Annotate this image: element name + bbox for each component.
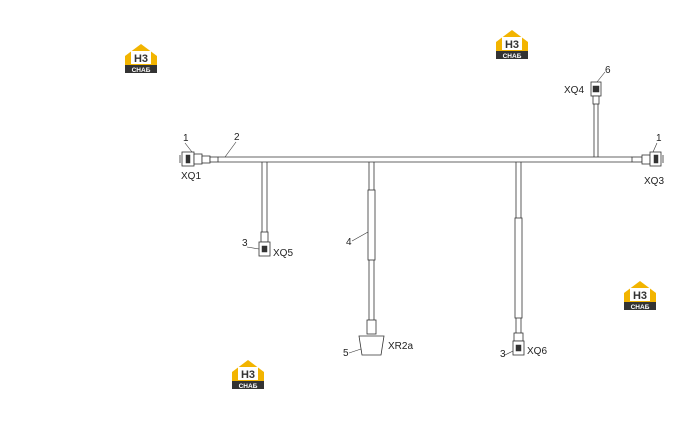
label-xq5: XQ5 xyxy=(273,248,293,259)
callout-1-right: 1 xyxy=(656,133,662,144)
label-xq1: XQ1 xyxy=(181,171,201,182)
watermark-bottom-text: CHAБ xyxy=(132,67,151,74)
connector-xq3 xyxy=(631,151,664,167)
callout-4: 4 xyxy=(346,237,352,248)
callout-3-left: 3 xyxy=(242,238,248,249)
label-xq3: XQ3 xyxy=(644,176,664,187)
watermark-logo: H3 CHAБ xyxy=(125,44,157,74)
watermark-top-text: H3 xyxy=(134,53,148,65)
watermark-top-text: H3 xyxy=(633,290,647,302)
watermark-logo: H3 CHAБ xyxy=(624,281,656,311)
callout-3-right: 3 xyxy=(500,349,506,360)
watermark-logo: H3 CHAБ xyxy=(496,30,528,60)
watermark-bottom-text: CHAБ xyxy=(631,304,650,311)
callout-1-left: 1 xyxy=(183,133,189,144)
callout-2: 2 xyxy=(234,132,240,143)
connector-xq1 xyxy=(179,151,219,167)
branch-xr2a xyxy=(358,162,385,356)
watermark-top-text: H3 xyxy=(505,39,519,51)
watermark-bottom-text: CHAБ xyxy=(239,383,258,390)
label-xr2a: XR2a xyxy=(388,341,413,352)
label-xq6: XQ6 xyxy=(527,346,547,357)
main-trunk xyxy=(218,156,632,163)
branch-xq6 xyxy=(512,162,525,356)
leader-lines xyxy=(184,71,658,356)
watermark-logo: H3 CHAБ xyxy=(232,360,264,390)
label-xq4: XQ4 xyxy=(564,85,584,96)
watermark-bottom-text: CHAБ xyxy=(503,53,522,60)
branch-xq5 xyxy=(258,162,271,257)
callout-5: 5 xyxy=(343,348,349,359)
branch-xq4 xyxy=(590,81,602,157)
callout-6: 6 xyxy=(605,65,611,76)
watermark-top-text: H3 xyxy=(241,369,255,381)
